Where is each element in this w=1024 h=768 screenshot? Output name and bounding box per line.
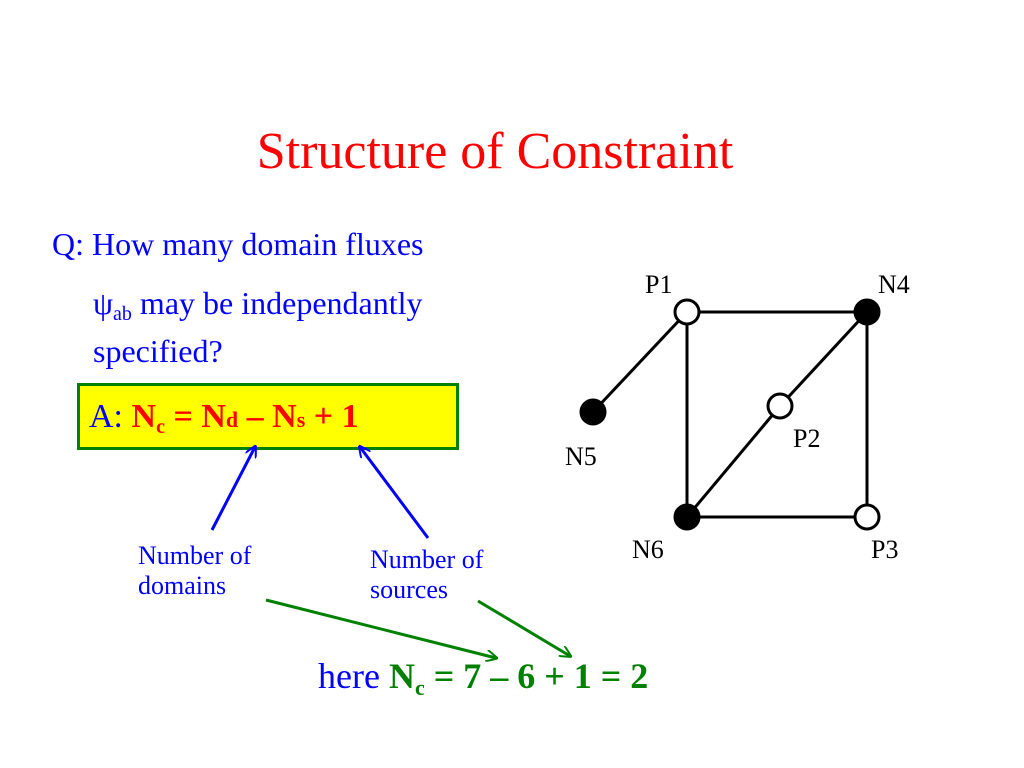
node-label-p3: P3 (871, 535, 898, 564)
node-label-p1: P1 (645, 270, 672, 299)
arrow-domains-to-seven (265, 598, 496, 658)
question-line-1: Q: How many domain fluxes (52, 226, 424, 262)
edge-p1-n5 (591, 310, 689, 414)
note-sources-line-2: sources (370, 575, 448, 604)
nc-symbol: N (131, 398, 157, 435)
question-line-2-rest: may be independantly (131, 285, 423, 321)
example-nc-symbol: N (388, 656, 415, 696)
node-n5 (579, 398, 607, 426)
answer-formula: A: Nc = Nd – Ns + 1 (89, 398, 359, 439)
arrow-sources-to-ns (360, 447, 430, 539)
psi-symbol: ψ (93, 285, 114, 321)
note-sources-line-1: Number of (370, 545, 484, 574)
question-line-2: ψab may be independantly (93, 285, 423, 326)
note-number-of-domains: Number of domains (138, 541, 251, 601)
node-p3 (853, 503, 881, 531)
node-label-n5: N5 (565, 442, 597, 471)
ns-subscript: s (296, 407, 306, 432)
arrow-sources-to-six (477, 599, 570, 656)
note-domains-line-1: Number of (138, 541, 252, 570)
graph-edges (591, 310, 869, 519)
edge-n4-p2 (778, 310, 869, 408)
answer-highlight-box (77, 383, 459, 450)
node-label-p2: P2 (793, 424, 820, 453)
node-n6 (673, 503, 701, 531)
note-number-of-sources: Number of sources (370, 545, 483, 605)
node-p2 (766, 392, 794, 420)
arrow-domains-to-nd (210, 447, 255, 531)
nd-subscript: d (225, 407, 239, 432)
example-nc-subscript: c (414, 675, 425, 700)
equals-nd: = N (164, 398, 226, 435)
plus-one: + 1 (305, 398, 359, 435)
node-label-n6: N6 (632, 535, 664, 564)
note-domains-line-2: domains (138, 571, 227, 600)
minus-ns: – N (238, 398, 297, 435)
example-prefix: here (318, 656, 389, 696)
node-n4 (853, 298, 881, 326)
answer-prefix: A: (89, 398, 132, 435)
example-equation: here Nc = 7 – 6 + 1 = 2 (318, 655, 648, 701)
node-label-n4: N4 (878, 270, 910, 299)
slide-title: Structure of Constraint (256, 123, 734, 180)
edge-p2-n6 (685, 405, 782, 518)
question-line-3: specified? (93, 333, 223, 369)
example-expression: = 7 – 6 + 1 = 2 (424, 656, 649, 696)
nc-subscript: c (156, 416, 165, 438)
psi-subscript: ab (113, 303, 132, 325)
node-p1 (673, 298, 701, 326)
